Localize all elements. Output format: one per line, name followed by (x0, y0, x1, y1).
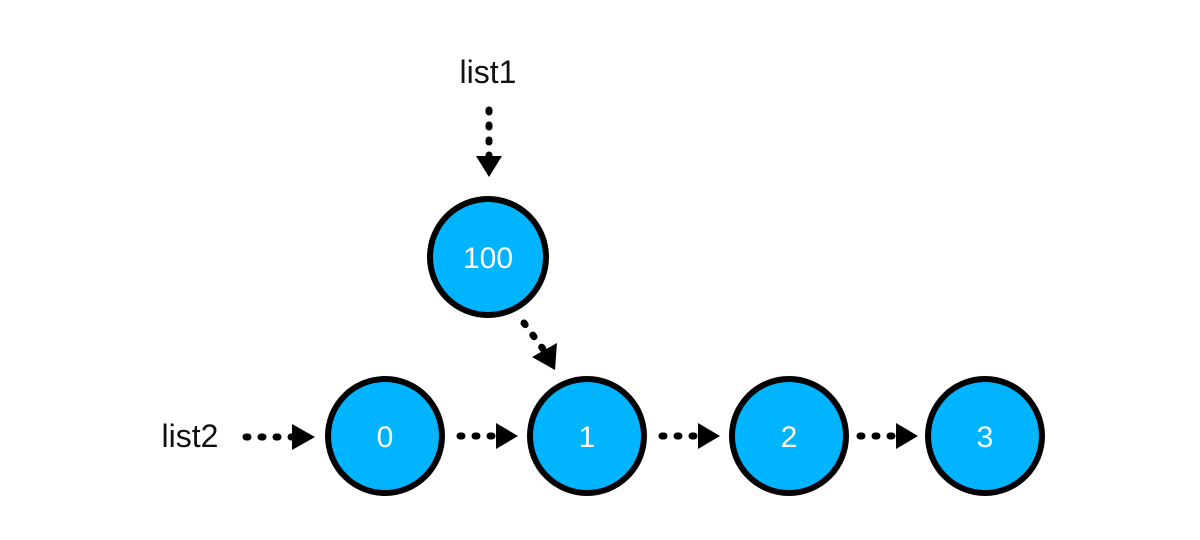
node-0-circle (325, 376, 445, 496)
list2-label: list2 (162, 418, 219, 454)
arrow-0-to-1 (456, 423, 518, 449)
node-3: 3 (925, 376, 1045, 496)
arrow-2-to-3 (856, 423, 918, 449)
node-0-value: 0 (377, 421, 394, 454)
node-3-value: 3 (977, 421, 994, 454)
node-100-value: 100 (463, 242, 513, 275)
arrow-100-to-1 (520, 319, 557, 370)
node-2-circle (729, 376, 849, 496)
node-0: 0 (325, 376, 445, 496)
arrow-list2-to-0 (242, 424, 315, 450)
node-1: 1 (527, 376, 647, 496)
arrow-list1-to-100 (476, 106, 502, 177)
node-1-value: 1 (579, 421, 596, 454)
node-1-circle (527, 376, 647, 496)
arrow-1-to-2 (658, 423, 720, 449)
node-3-circle (925, 376, 1045, 496)
node-100: 100 (427, 196, 549, 318)
node-100-circle (427, 196, 549, 318)
node-2-value: 2 (781, 421, 798, 454)
list1-label: list1 (460, 54, 517, 90)
node-2: 2 (729, 376, 849, 496)
